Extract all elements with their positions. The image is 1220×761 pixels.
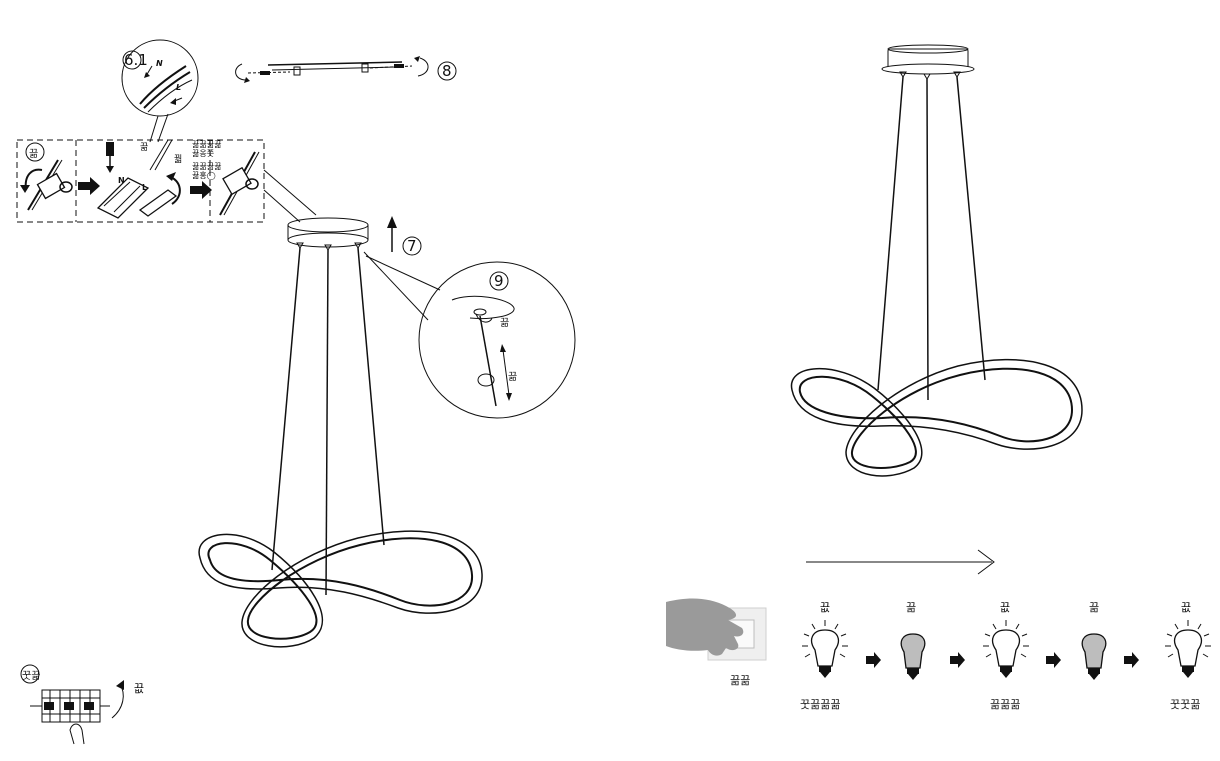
wiring-detail-panel: 끎 N L — [16, 139, 265, 223]
bulb-off-icon — [900, 633, 926, 680]
switch-label: 끎끎 — [730, 674, 750, 687]
wiring-label-top: 끎 — [140, 142, 148, 153]
step-9-label: 9 — [494, 272, 504, 290]
hand-icon — [666, 598, 744, 656]
wire-l-label: L — [176, 83, 181, 92]
wire-n-label: N — [156, 59, 163, 68]
lamp-right — [790, 44, 1083, 477]
arrow-right-icon — [950, 652, 965, 668]
sequence-arrow — [806, 549, 995, 575]
terminal-l-label: L — [142, 183, 147, 192]
state-4-label: 끎 — [1089, 601, 1099, 614]
bulb-on-icon — [802, 620, 848, 678]
terminal-n-label: N — [118, 176, 125, 185]
step-8-label: 8 — [442, 62, 452, 80]
mode-2-label: 끎끎끎 — [990, 698, 1020, 711]
step-9-magnifier: 9 끎 끎 — [363, 251, 576, 419]
wiring-label-right-2b: 끎홍◯ — [192, 170, 216, 180]
arrow-right-icon — [866, 652, 881, 668]
breaker-marker-label: 꿋끎 — [22, 670, 40, 682]
wiring-label-right-2: 끎끎끎끎 — [192, 162, 221, 171]
arrow-right-icon — [190, 181, 212, 199]
arrow-right-icon — [1046, 652, 1061, 668]
wall-switch[interactable]: 끎끎 — [666, 598, 767, 687]
connector-open — [20, 159, 73, 211]
bulb-off-icon — [1081, 633, 1107, 680]
lamp-left — [198, 217, 483, 648]
terminal-block: N L — [96, 139, 181, 219]
wiring-label-mid: 꿟 — [174, 154, 182, 165]
detail-9-upper-label: 끎 — [500, 317, 509, 329]
circuit-breaker: 꿋끎 끖 — [20, 664, 144, 745]
connector-closed — [219, 151, 260, 216]
state-1-label: 끖 — [820, 601, 830, 614]
mode-3-label: 꿋꿋끎 — [1170, 698, 1200, 711]
rotate-arrow-icon — [235, 63, 247, 81]
breaker-on-label: 끖 — [134, 682, 144, 695]
state-5-label: 끖 — [1181, 601, 1191, 614]
bulb-on-icon — [983, 620, 1029, 678]
wiring-label-right-1b: 끎옹쯧 — [192, 149, 214, 158]
state-2-label: 끎 — [906, 601, 916, 614]
bulb-on-icon — [1165, 620, 1211, 678]
rotate-arrow-icon — [417, 57, 429, 77]
step-7: 7 — [387, 216, 422, 256]
step-7-label: 7 — [407, 237, 417, 255]
detail-9-lower-label: 끎 — [508, 371, 517, 383]
arrow-right-icon — [1124, 652, 1139, 668]
mounting-bracket: 8 — [235, 56, 457, 83]
wiring-step-marker-label: 끎 — [29, 148, 38, 160]
step-6-1-label: 6.1 — [124, 51, 148, 69]
step-6-1-magnifier: N L 6.1 — [121, 39, 199, 143]
arrow-right-icon — [78, 177, 100, 195]
wiring-step-marker — [25, 142, 45, 162]
state-3-label: 끖 — [1000, 601, 1010, 614]
wiring-label-right-1: 끎끎끎끎 — [192, 140, 221, 149]
mode-1-label: 꿋끎끎끎 — [800, 698, 840, 711]
